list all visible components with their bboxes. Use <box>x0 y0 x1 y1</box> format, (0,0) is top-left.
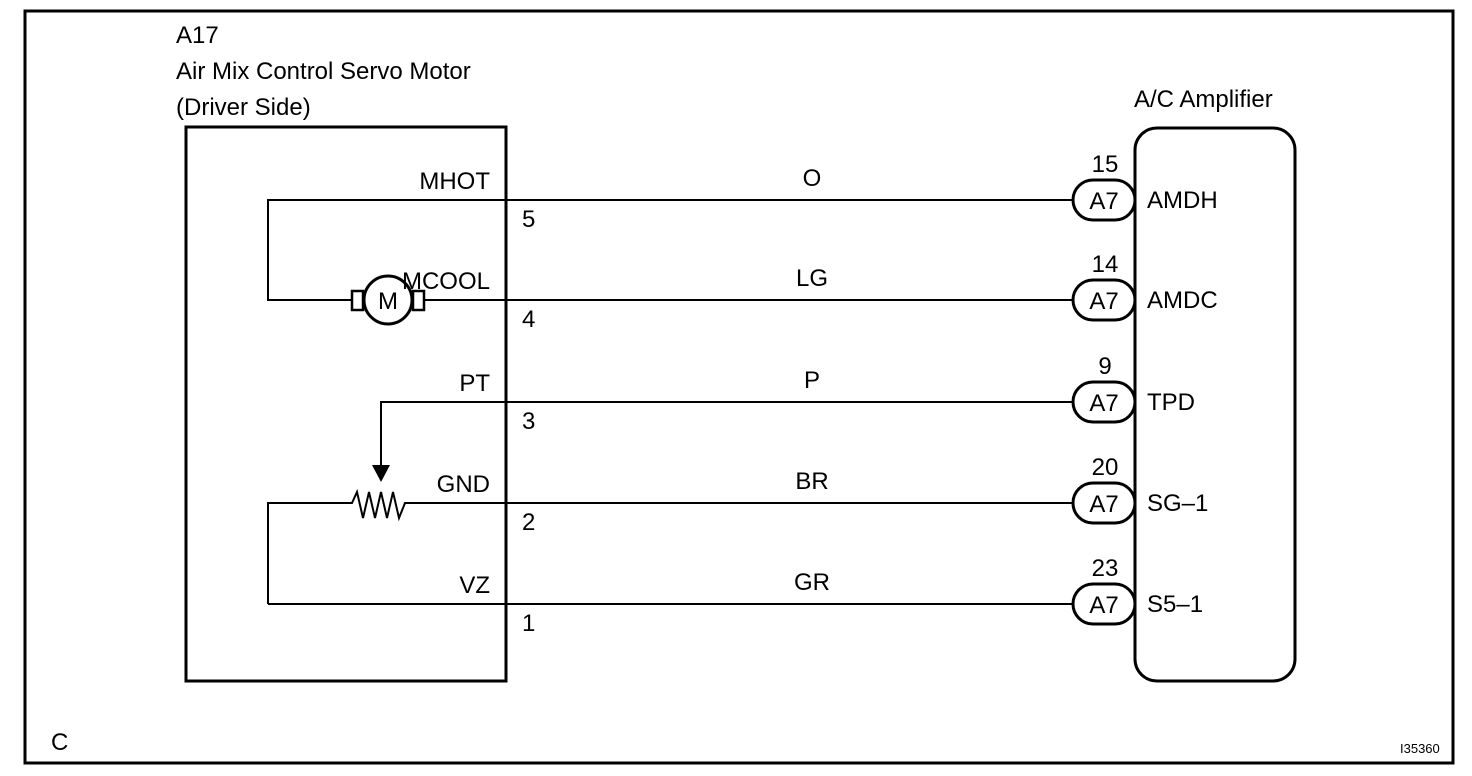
diagram-frame <box>23 9 1455 765</box>
figure-id: I35360 <box>1400 741 1440 756</box>
connector-pin-number: 14 <box>1092 251 1119 278</box>
connector-pin-number: 15 <box>1092 151 1119 178</box>
signal-label: MHOT <box>419 168 490 195</box>
terminal-label: AMDH <box>1147 187 1218 214</box>
pt-wiper-wire <box>380 401 506 466</box>
mhot-internal-wire <box>267 199 506 301</box>
motor-symbol: M <box>350 274 426 326</box>
connector-oval <box>1071 278 1137 322</box>
motor-label: M <box>378 288 398 315</box>
signal-label: VZ <box>459 572 490 599</box>
terminal-label: S5–1 <box>1147 591 1203 618</box>
connector-pin-number: 23 <box>1092 555 1119 582</box>
wiper-arrow <box>372 465 390 482</box>
connector-pin-number: 20 <box>1092 454 1119 481</box>
connector-label: A7 <box>1089 390 1118 417</box>
wire-color-label: LG <box>796 265 828 292</box>
connector-oval <box>1071 582 1137 626</box>
wire-color-label: O <box>803 165 822 192</box>
signal-label: GND <box>437 471 490 498</box>
connector-oval <box>1071 178 1137 222</box>
servo-motor-box <box>184 125 508 683</box>
connector-pin-number: 9 <box>1098 353 1111 380</box>
connector-label: A7 <box>1089 288 1118 315</box>
connector-label: A7 <box>1089 188 1118 215</box>
connector-oval <box>1071 481 1137 525</box>
signal-label: MCOOL <box>402 268 490 295</box>
component-side: (Driver Side) <box>176 94 311 121</box>
connector-oval <box>1071 380 1137 424</box>
component-code: A17 <box>176 22 219 49</box>
signal-label: PT <box>459 370 490 397</box>
wire-color-label: BR <box>795 468 828 495</box>
terminal-label: AMDC <box>1147 287 1218 314</box>
pin-number: 3 <box>522 408 535 435</box>
connector-label: A7 <box>1089 592 1118 619</box>
connector-label: A7 <box>1089 491 1118 518</box>
resistor-symbol <box>267 488 506 604</box>
terminal-label: TPD <box>1147 389 1195 416</box>
pin-number: 4 <box>522 306 535 333</box>
pin-number: 5 <box>522 206 535 233</box>
pin-number: 1 <box>522 610 535 637</box>
amplifier-name: A/C Amplifier <box>1134 86 1273 113</box>
corner-letter: C <box>51 729 68 756</box>
wire-color-label: P <box>804 367 820 394</box>
pin-number: 2 <box>522 509 535 536</box>
component-name: Air Mix Control Servo Motor <box>176 58 471 85</box>
terminal-label: SG–1 <box>1147 490 1208 517</box>
wire-color-label: GR <box>794 569 830 596</box>
